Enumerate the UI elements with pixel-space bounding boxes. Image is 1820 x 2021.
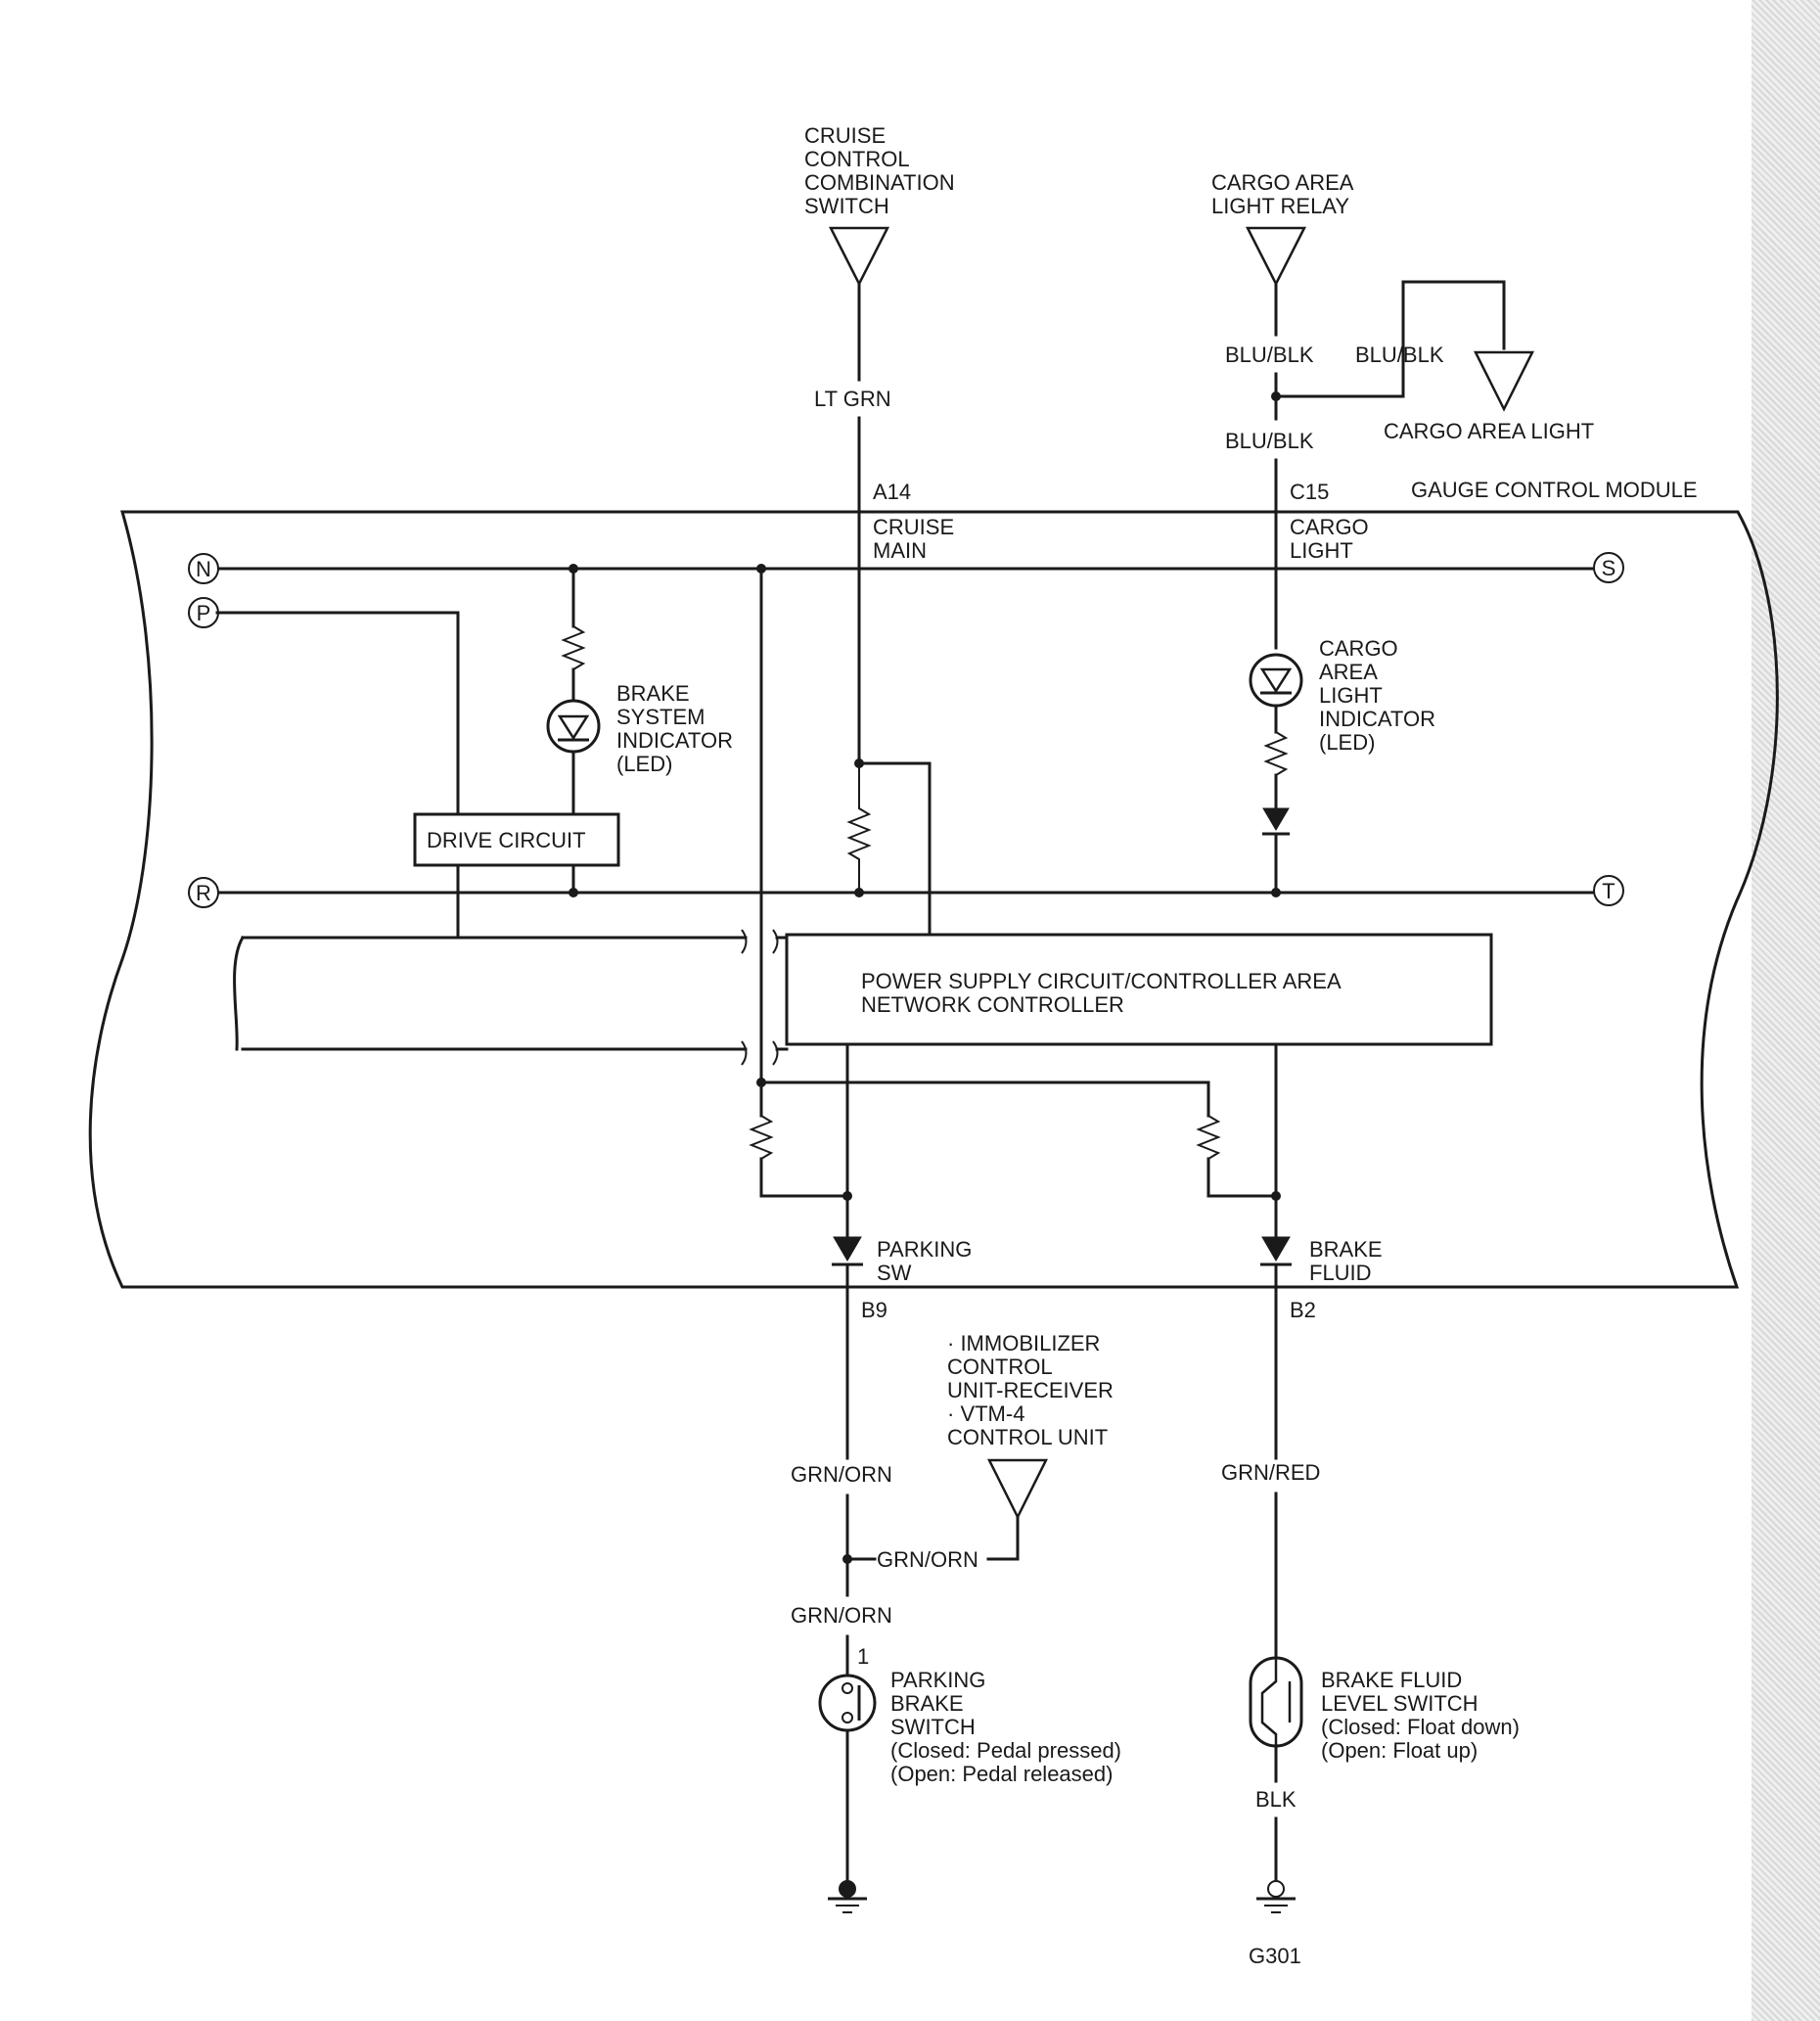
cargo-indicator-line-5: (LED) bbox=[1319, 730, 1375, 755]
pin-b9: B9 bbox=[861, 1298, 887, 1322]
parking-brake-line-3: SWITCH bbox=[890, 1715, 976, 1739]
immobilizer-line-1: · IMMOBILIZER bbox=[947, 1331, 1100, 1355]
cargo-relay-line-1: CARGO AREA bbox=[1211, 170, 1354, 195]
cargo-light-indicator-led bbox=[1249, 653, 1303, 708]
svg-text:N: N bbox=[196, 557, 211, 581]
svg-text:S: S bbox=[1602, 556, 1616, 580]
cargo-indicator-diode bbox=[1262, 807, 1290, 836]
wire-color-grn-red: GRN/RED bbox=[1221, 1460, 1320, 1485]
pin-c15: C15 bbox=[1290, 480, 1329, 504]
power-supply-line-2: NETWORK CONTROLLER bbox=[861, 992, 1124, 1017]
wire-color-blk: BLK bbox=[1255, 1787, 1297, 1812]
brake-fluid-switch-line-4: (Open: Float up) bbox=[1321, 1738, 1478, 1763]
wire-color-grn-orn-1: GRN/ORN bbox=[791, 1462, 892, 1487]
brake-fluid-switch-text: BRAKE FLUID LEVEL SWITCH (Closed: Float … bbox=[1321, 1668, 1520, 1763]
connector-s: S bbox=[1593, 552, 1624, 583]
wire-color-blu-blk-2: BLU/BLK bbox=[1355, 343, 1444, 367]
cargo-indicator-line-2: AREA bbox=[1319, 660, 1378, 684]
cruise-control-switch-label: CRUISE CONTROL COMBINATION SWITCH bbox=[804, 123, 955, 218]
ground-g301-label: G301 bbox=[1249, 1944, 1301, 1968]
cargo-relay-connector-triangle bbox=[1245, 226, 1307, 287]
cargo-relay-line-2: LIGHT RELAY bbox=[1211, 194, 1349, 218]
immobilizer-vtm4-label: · IMMOBILIZER CONTROL UNIT-RECEIVER · VT… bbox=[947, 1331, 1114, 1449]
resistor-brake-indicator bbox=[561, 625, 586, 670]
immobilizer-line-4: · VTM-4 bbox=[947, 1401, 1024, 1426]
resistor-brake-fluid-pullup bbox=[1196, 1115, 1221, 1160]
svg-text:R: R bbox=[196, 881, 211, 905]
immobilizer-line-5: CONTROL UNIT bbox=[947, 1425, 1108, 1449]
cargo-area-light-label: CARGO AREA LIGHT bbox=[1384, 419, 1594, 443]
drive-circuit-label: DRIVE CIRCUIT bbox=[427, 828, 586, 852]
power-supply-line-1: POWER SUPPLY CIRCUIT/CONTROLLER AREA bbox=[861, 969, 1342, 993]
parking-brake-switch-symbol bbox=[818, 1674, 877, 1732]
pin-a14-name-1: CRUISE bbox=[873, 515, 954, 539]
connector-n: N bbox=[188, 553, 219, 584]
svg-text:T: T bbox=[1602, 879, 1615, 903]
wire-color-blu-blk-3: BLU/BLK bbox=[1225, 429, 1314, 453]
brake-indicator-text: BRAKE SYSTEM INDICATOR (LED) bbox=[616, 681, 733, 776]
connector-p: P bbox=[188, 597, 219, 628]
parking-brake-line-2: BRAKE bbox=[890, 1691, 964, 1716]
gauge-control-module-label: GAUGE CONTROL MODULE bbox=[1411, 478, 1698, 502]
power-supply-controller-box bbox=[785, 933, 1493, 1046]
parking-sw-label-1: PARKING bbox=[877, 1237, 972, 1262]
pin-a14: A14 bbox=[873, 480, 911, 504]
scan-edge-grain bbox=[1752, 0, 1820, 2021]
cargo-indicator-line-4: INDICATOR bbox=[1319, 707, 1435, 731]
svg-text:P: P bbox=[197, 601, 211, 625]
resistor-cargo-indicator bbox=[1263, 731, 1289, 776]
parking-brake-line-1: PARKING bbox=[890, 1668, 985, 1692]
cargo-area-light-triangle bbox=[1473, 350, 1535, 412]
brake-fluid-level-switch-symbol bbox=[1249, 1656, 1303, 1748]
drive-circuit-box bbox=[413, 812, 620, 867]
connector-r: R bbox=[188, 877, 219, 908]
brake-fluid-switch-line-2: LEVEL SWITCH bbox=[1321, 1691, 1479, 1716]
resistor-parking-pullup bbox=[749, 1115, 774, 1160]
parking-brake-line-5: (Open: Pedal released) bbox=[890, 1762, 1113, 1786]
ground-symbol-parking bbox=[828, 1880, 867, 1913]
wire-color-grn-orn-3: GRN/ORN bbox=[791, 1603, 892, 1628]
cruise-switch-line-2: CONTROL bbox=[804, 147, 910, 171]
brake-indicator-line-4: (LED) bbox=[616, 752, 672, 776]
brake-system-indicator-led bbox=[546, 699, 601, 754]
wire-color-grn-orn-2: GRN/ORN bbox=[877, 1547, 978, 1572]
pin-1: 1 bbox=[857, 1644, 869, 1669]
brake-indicator-line-2: SYSTEM bbox=[616, 705, 705, 729]
resistor-cruise-main bbox=[846, 761, 872, 891]
cruise-switch-connector-triangle bbox=[828, 226, 890, 287]
pin-c15-name-1: CARGO bbox=[1290, 515, 1369, 539]
cargo-indicator-line-1: CARGO bbox=[1319, 636, 1398, 661]
brake-fluid-switch-line-1: BRAKE FLUID bbox=[1321, 1668, 1462, 1692]
brake-indicator-line-1: BRAKE bbox=[616, 681, 690, 706]
ground-symbol-g301 bbox=[1256, 1880, 1296, 1913]
immobilizer-line-2: CONTROL bbox=[947, 1355, 1053, 1379]
cruise-switch-line-4: SWITCH bbox=[804, 194, 889, 218]
parking-brake-line-4: (Closed: Pedal pressed) bbox=[890, 1738, 1121, 1763]
gauge-module-outline bbox=[88, 510, 1779, 1289]
wire-color-blu-blk-1: BLU/BLK bbox=[1225, 343, 1314, 367]
wire-color-lt-grn: LT GRN bbox=[814, 387, 891, 411]
immobilizer-connector-triangle bbox=[986, 1458, 1049, 1520]
cruise-switch-line-3: COMBINATION bbox=[804, 170, 955, 195]
brake-fluid-label-2: FLUID bbox=[1309, 1261, 1372, 1285]
brake-fluid-diode bbox=[1260, 1236, 1292, 1266]
connector-t: T bbox=[1593, 875, 1624, 906]
parking-sw-label-2: SW bbox=[877, 1261, 912, 1285]
brake-fluid-label-1: BRAKE bbox=[1309, 1237, 1383, 1262]
parking-brake-switch-text: PARKING BRAKE SWITCH (Closed: Pedal pres… bbox=[890, 1668, 1121, 1786]
pin-a14-name-2: MAIN bbox=[873, 538, 927, 563]
pin-c15-name-2: LIGHT bbox=[1290, 538, 1353, 563]
pin-b2: B2 bbox=[1290, 1298, 1316, 1322]
immobilizer-line-3: UNIT-RECEIVER bbox=[947, 1378, 1114, 1402]
parking-sw-diode bbox=[832, 1236, 863, 1266]
brake-fluid-switch-line-3: (Closed: Float down) bbox=[1321, 1715, 1520, 1739]
brake-indicator-line-3: INDICATOR bbox=[616, 728, 733, 753]
cargo-indicator-text: CARGO AREA LIGHT INDICATOR (LED) bbox=[1319, 636, 1435, 755]
cargo-light-relay-label: CARGO AREA LIGHT RELAY bbox=[1211, 170, 1354, 218]
cruise-switch-line-1: CRUISE bbox=[804, 123, 886, 148]
cargo-indicator-line-3: LIGHT bbox=[1319, 683, 1383, 708]
